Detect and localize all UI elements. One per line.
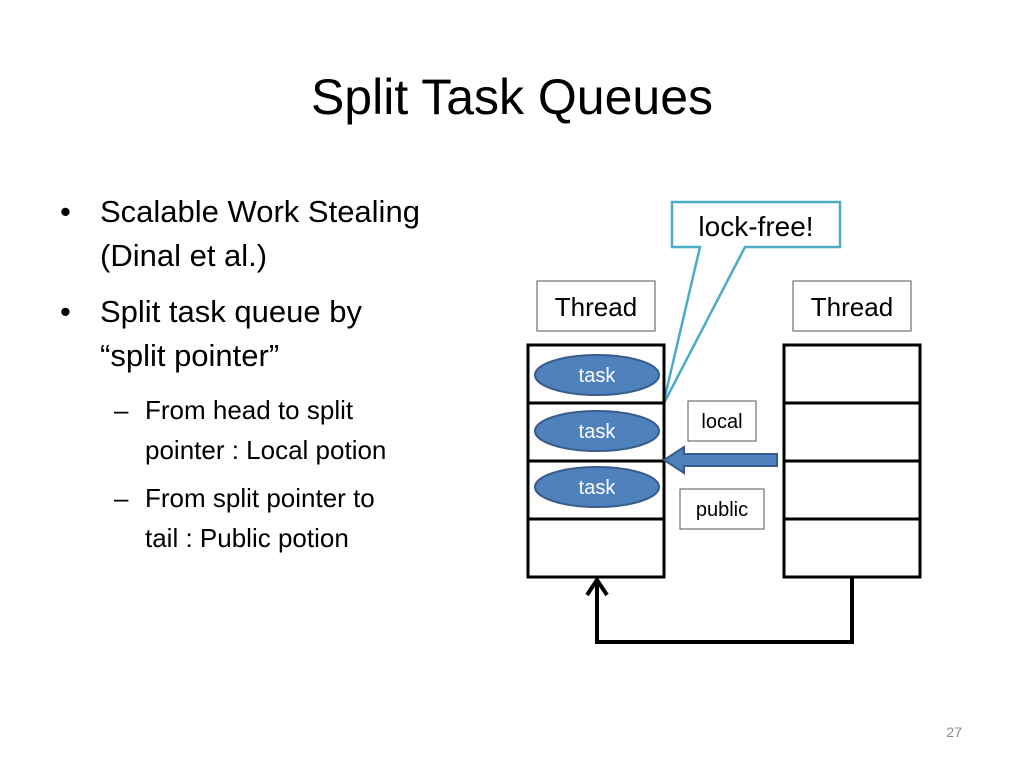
queue-cell [782, 459, 922, 521]
queue-cell [782, 517, 922, 579]
thread-left-label: Thread [555, 292, 637, 322]
bullet-text-line: Scalable Work Stealing [100, 194, 420, 229]
callout-bubble [661, 200, 842, 406]
sub-bullet-text-line: From split pointer to [145, 483, 375, 513]
split-pointer-arrow [662, 445, 778, 475]
thread-right-label: Thread [811, 292, 893, 322]
sub-bullet-dash-icon: – [114, 483, 129, 513]
bullet-item: • Scalable Work Stealing (Dinal et al.) [60, 190, 490, 278]
sub-bullet-item: – From split pointer to tail : Public po… [60, 478, 490, 558]
queue-cell [526, 517, 666, 579]
queue-cell [782, 401, 922, 463]
right-queue [782, 343, 922, 579]
bullet-list: • Scalable Work Stealing (Dinal et al.) … [60, 190, 490, 566]
steal-arrow-line [595, 577, 854, 644]
sub-bullet-item: – From head to split pointer : Local pot… [60, 390, 490, 470]
sub-bullet-text-line: From head to split [145, 395, 354, 425]
slide-number: 27 [946, 724, 962, 740]
bullet-dot-icon: • [60, 194, 71, 229]
bullet-text-line: (Dinal et al.) [100, 238, 268, 273]
steal-arrow-head [585, 576, 609, 597]
slide-title: Split Task Queues [310, 69, 714, 125]
public-box [679, 488, 765, 530]
bullet-item: • Split task queue by “split pointer” [60, 290, 490, 378]
callout-text: lock-free! [698, 211, 813, 242]
sub-bullet-text-line: pointer : Local potion [145, 435, 387, 465]
local-box [687, 400, 757, 442]
thread-left-box [536, 280, 656, 332]
queue-cell [782, 343, 922, 405]
task-ellipse [534, 354, 660, 396]
public-label: public [696, 499, 748, 521]
sub-bullet-dash-icon: – [114, 395, 129, 425]
bullet-text-line: “split pointer” [100, 338, 280, 373]
task-label: task [579, 477, 617, 499]
task-label: task [579, 421, 617, 443]
thread-right-box [792, 280, 912, 332]
task-ellipse [534, 466, 660, 508]
local-label: local [701, 411, 742, 433]
task-label: task [579, 365, 617, 387]
bullet-text-line: Split task queue by [100, 294, 362, 329]
task-ellipse [534, 410, 660, 452]
bullet-dot-icon: • [60, 294, 71, 329]
sub-bullet-text-line: tail : Public potion [145, 523, 349, 553]
